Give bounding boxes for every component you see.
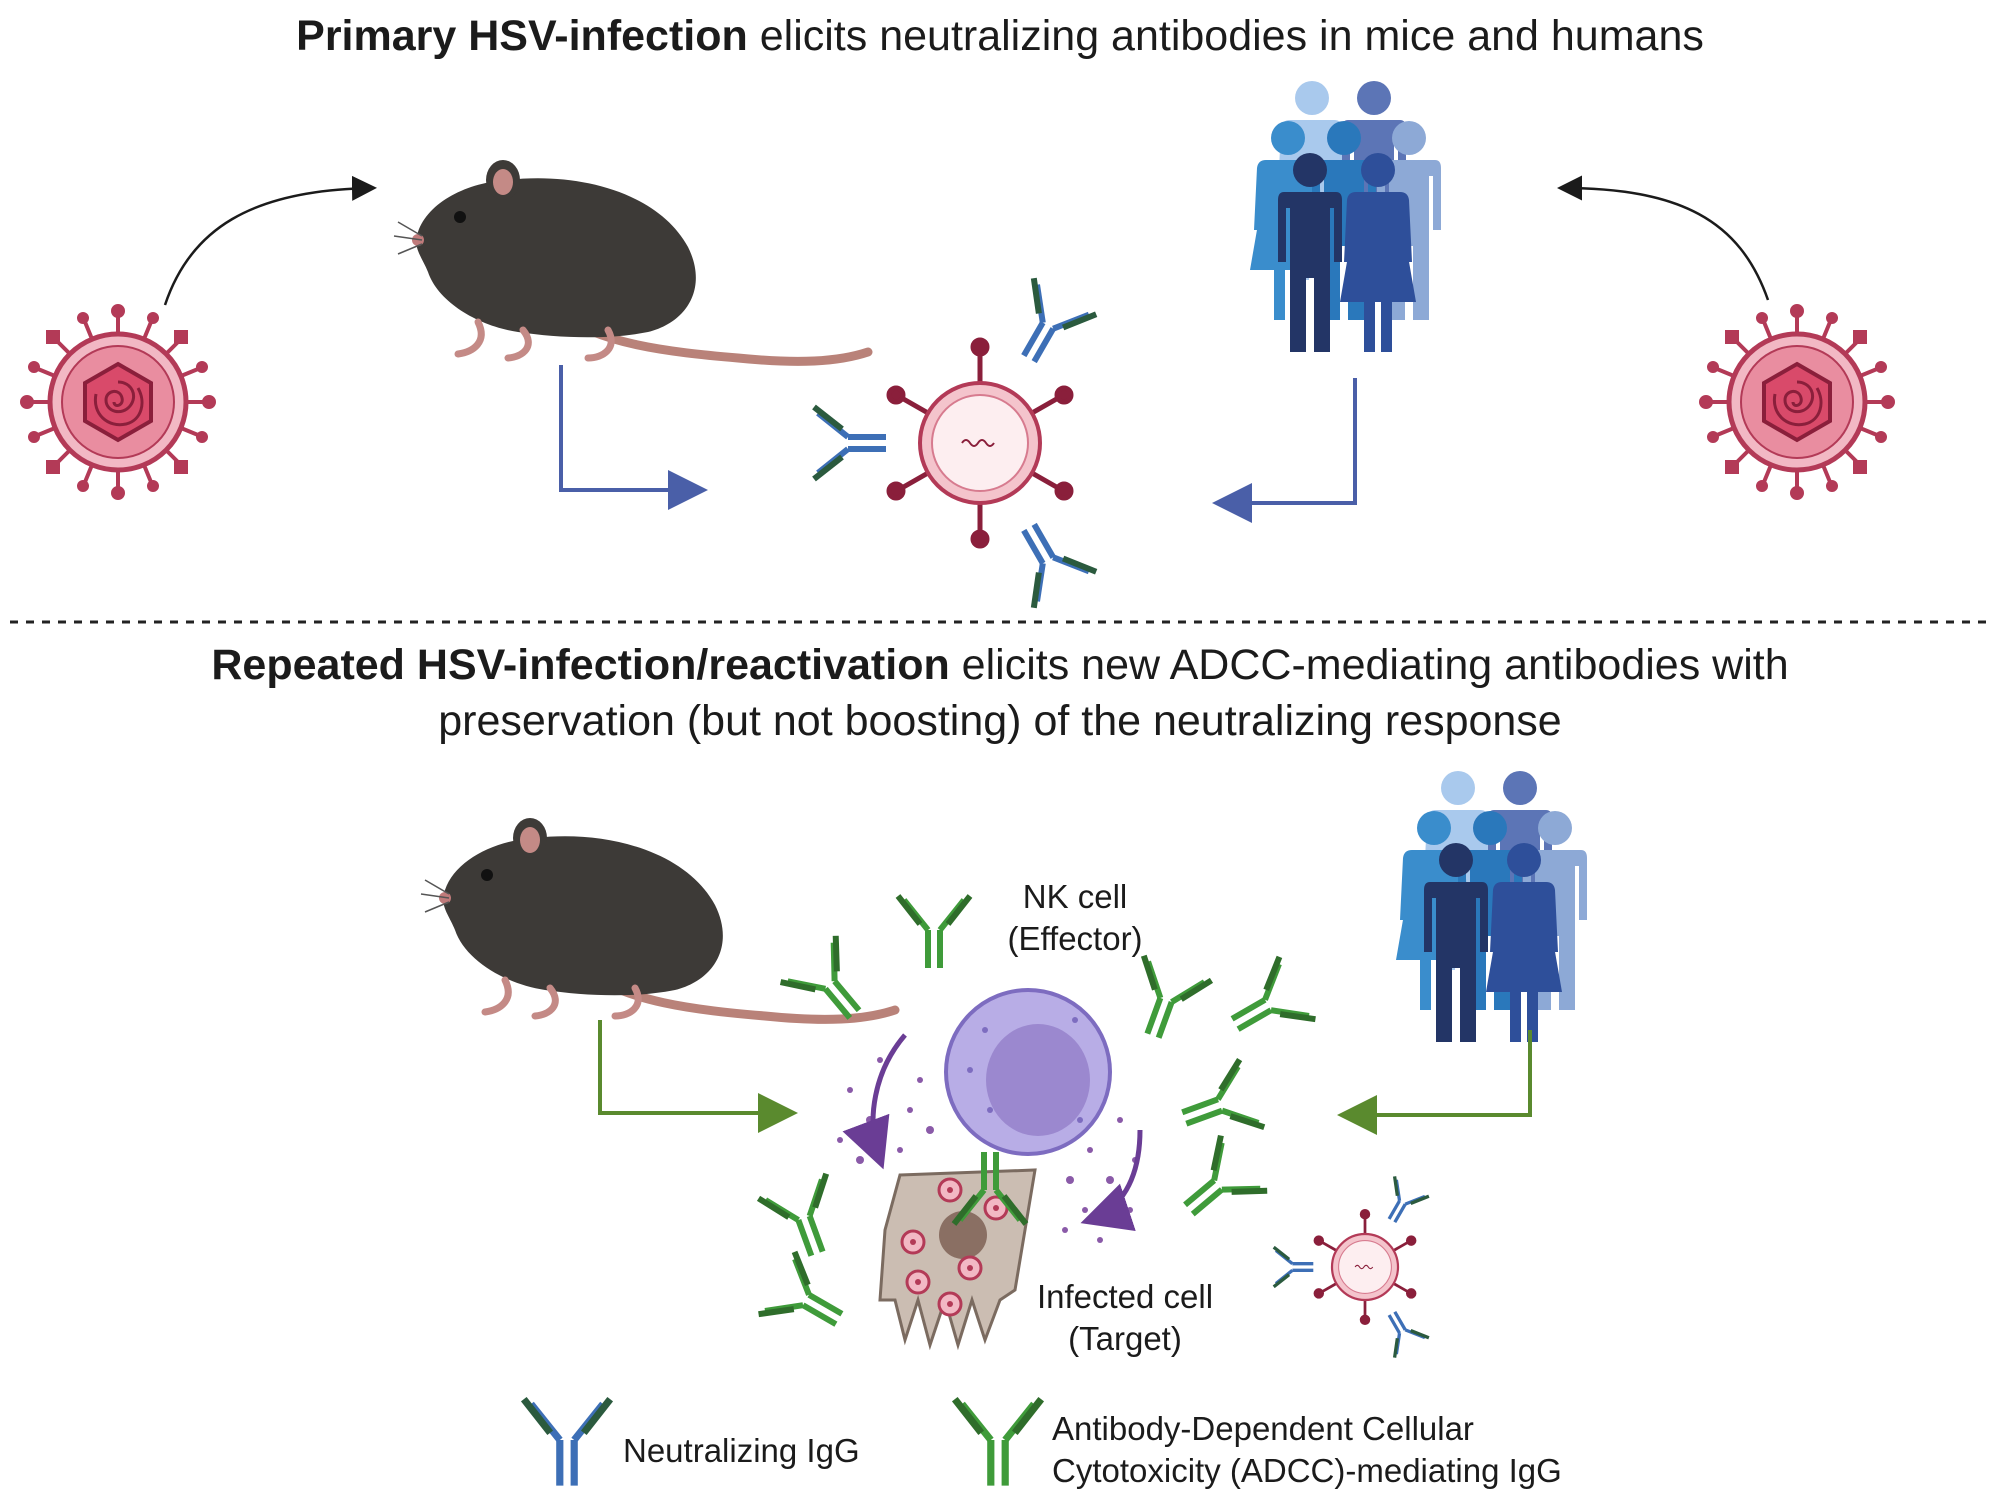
primary-infection-heading: Primary HSV-infection elicits neutralizi… (0, 8, 2000, 64)
adcc-antibody-icon (759, 1174, 851, 1266)
virus-icon-left (22, 306, 214, 498)
arrow-mouse-to-antibodies (559, 365, 708, 510)
arrow-humans-to-antibodies (1212, 378, 1357, 523)
granule-release-arrow-right (1080, 1129, 1143, 1232)
adcc-antibody-icon (759, 1252, 857, 1350)
repeated-heading-bold: Repeated HSV-infection/reactivation (211, 641, 950, 689)
repeated-heading-line2: preservation (but not boosting) of the n… (438, 697, 1562, 745)
curved-arrow-virus-to-mouse (163, 175, 377, 306)
virus-icon-right (1701, 306, 1893, 498)
adcc-antibody-icon (898, 896, 970, 968)
neutralized-virion-complex-icon (814, 278, 1096, 608)
adcc-antibody-icon (1166, 1136, 1267, 1237)
infected-cell-icon (878, 1168, 1037, 1351)
human-crowd-icon-top (1250, 81, 1441, 352)
primary-heading-bold: Primary HSV-infection (296, 12, 748, 60)
legend-adcc-label-line2: Cytotoxicity (ADCC)-mediating IgG (1052, 1452, 1562, 1489)
granule-release-arrow-left (842, 1033, 907, 1170)
adcc-antibody-icon (1119, 956, 1211, 1048)
neutralized-virion-complex-icon-small (1274, 1176, 1429, 1357)
arrow-humans-to-adcc (1337, 1030, 1532, 1135)
legend-neutralizing-label: Neutralizing IgG (623, 1432, 860, 1469)
primary-heading-rest: elicits neutralizing antibodies in mice … (747, 12, 1704, 60)
nk-cell-icon (944, 988, 1112, 1156)
repeated-infection-heading-line1: Repeated HSV-infection/reactivation elic… (0, 637, 2000, 693)
curved-arrow-virus-to-humans (1557, 175, 1770, 301)
adcc-antibody-icon (1217, 957, 1315, 1055)
arrow-mouse-to-adcc (598, 1020, 798, 1133)
nk-cell-label: NK cell (Effector) (985, 876, 1165, 960)
legend-adcc-antibody-icon (955, 1399, 1041, 1485)
repeated-infection-heading-line2: preservation (but not boosting) of the n… (0, 693, 2000, 749)
nk-cell-label-line1: NK cell (1022, 878, 1128, 915)
infected-cell-label-line2: (Target) (1068, 1320, 1182, 1357)
legend-adcc-label: Antibody-Dependent Cellular Cytotoxicity… (1052, 1408, 1562, 1492)
legend-neutralizing-antibody-icon (524, 1399, 610, 1485)
nk-cell-label-line2: (Effector) (1007, 920, 1143, 957)
mouse-icon-top (394, 160, 868, 361)
infected-cell-label-line1: Infected cell (1036, 1278, 1214, 1315)
infected-cell-label: Infected cell (Target) (1010, 1276, 1240, 1360)
repeated-heading-rest: elicits new ADCC-mediating antibodies wi… (949, 641, 1789, 689)
human-crowd-icon-bottom (1396, 771, 1587, 1042)
legend-adcc-label-line1: Antibody-Dependent Cellular (1052, 1410, 1474, 1447)
